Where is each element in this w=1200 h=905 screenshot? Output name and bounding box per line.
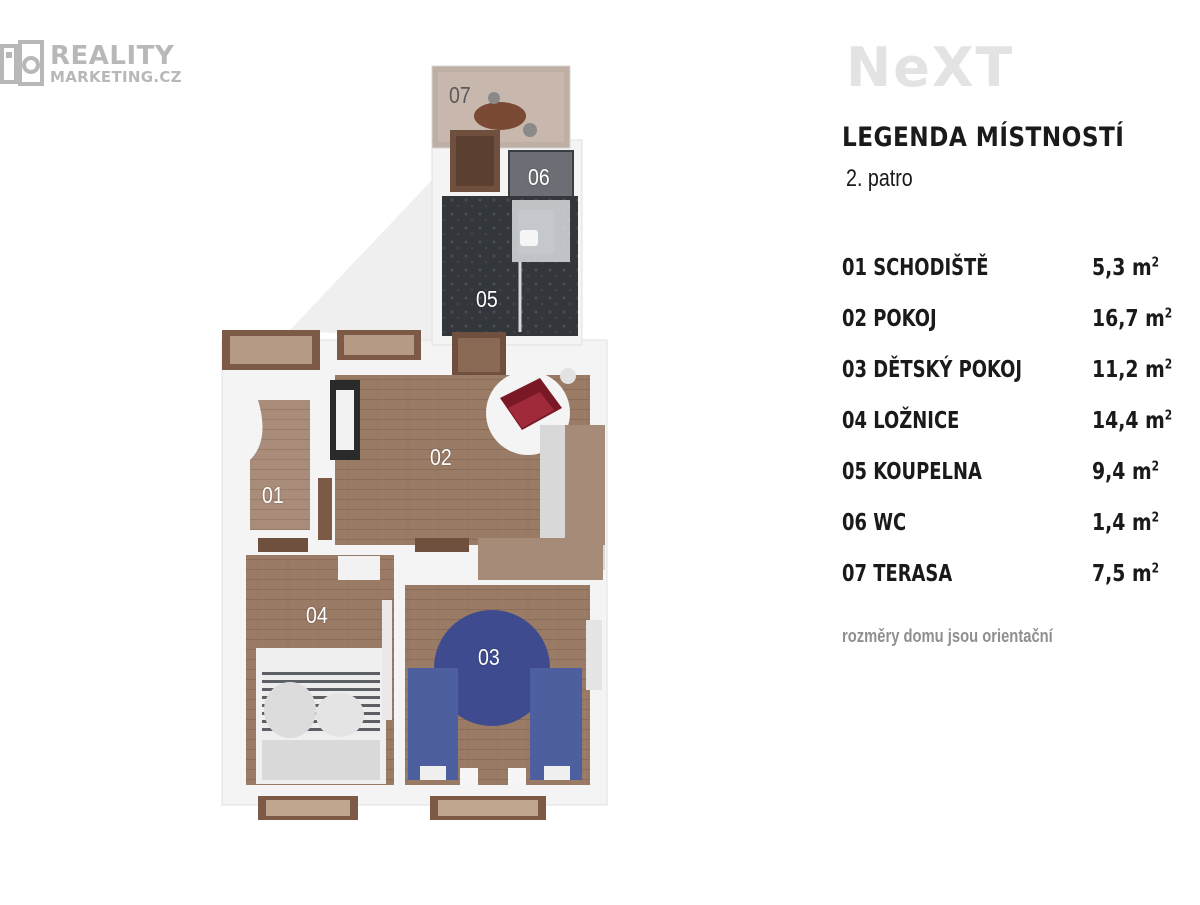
- sink: [520, 230, 538, 246]
- room-label-07: 07: [449, 82, 471, 108]
- legend-item-name: 02 POKOJ: [842, 306, 937, 332]
- legend-note: rozměry domu jsou orientační: [842, 626, 1053, 646]
- shadow-area: [290, 180, 432, 340]
- legend-floor: 2. patro: [846, 165, 913, 192]
- room-label-05: 05: [476, 286, 498, 312]
- bed-left: [408, 668, 458, 780]
- legend-item-name: 05 KOUPELNA: [842, 459, 982, 485]
- legend-item-name: 01 SCHODIŠTĚ: [842, 255, 989, 281]
- legend-title: LEGENDA MÍSTNOSTÍ: [842, 122, 1125, 153]
- next-logo: NeXT: [846, 36, 1015, 99]
- legend-item-name: 07 TERASA: [842, 561, 953, 587]
- bed-right: [530, 668, 582, 780]
- room-label-03: 03: [478, 644, 500, 670]
- legend-item-name: 04 LOŽNICE: [842, 408, 960, 434]
- wardrobe: [478, 538, 603, 580]
- blue-rug: [434, 610, 550, 726]
- desk: [338, 556, 380, 580]
- logo-text-marketing: MARKETING.CZ: [50, 68, 182, 86]
- legend-item-area: 9,4 m2: [1092, 459, 1160, 485]
- legend-list: 01 SCHODIŠTĚ 5,3 m2 02 POKOJ 16,7 m2 03 …: [842, 255, 1182, 612]
- floor-plan: 07 06 05 02 01 04 03: [221, 65, 608, 820]
- legend-item: 07 TERASA 7,5 m2: [842, 561, 1182, 612]
- legend-item: 02 POKOJ 16,7 m2: [842, 306, 1182, 357]
- room-label-01: 01: [262, 482, 284, 508]
- legend-item-name: 06 WC: [842, 510, 907, 536]
- legend-item-area: 11,2 m2: [1092, 357, 1173, 383]
- legend-item-area: 1,4 m2: [1092, 510, 1160, 536]
- legend-item: 05 KOUPELNA 9,4 m2: [842, 459, 1182, 510]
- room-label-02: 02: [430, 444, 452, 470]
- legend-item-area: 16,7 m2: [1092, 306, 1173, 332]
- logo-text-reality: REALITY: [50, 41, 175, 71]
- legend-item-area: 7,5 m2: [1092, 561, 1160, 587]
- legend-item: 01 SCHODIŠTĚ 5,3 m2: [842, 255, 1182, 306]
- room-label-04: 04: [306, 602, 328, 628]
- legend-item: 03 DĚTSKÝ POKOJ 11,2 m2: [842, 357, 1182, 408]
- reality-marketing-logo: REALITY MARKETING.CZ: [0, 40, 182, 88]
- legend-item-area: 5,3 m2: [1092, 255, 1160, 281]
- floor-plan-drawing: [221, 65, 608, 820]
- legend-item-name: 03 DĚTSKÝ POKOJ: [842, 357, 1023, 383]
- camera-logo-icon: [0, 40, 46, 88]
- terrace-table: [474, 102, 526, 130]
- legend-item-area: 14,4 m2: [1092, 408, 1173, 434]
- legend-item: 06 WC 1,4 m2: [842, 510, 1182, 561]
- legend-item: 04 LOŽNICE 14,4 m2: [842, 408, 1182, 459]
- room-legend: LEGENDA MÍSTNOSTÍ 2. patro 01 SCHODIŠTĚ …: [842, 122, 1182, 646]
- room-label-06: 06: [528, 164, 550, 190]
